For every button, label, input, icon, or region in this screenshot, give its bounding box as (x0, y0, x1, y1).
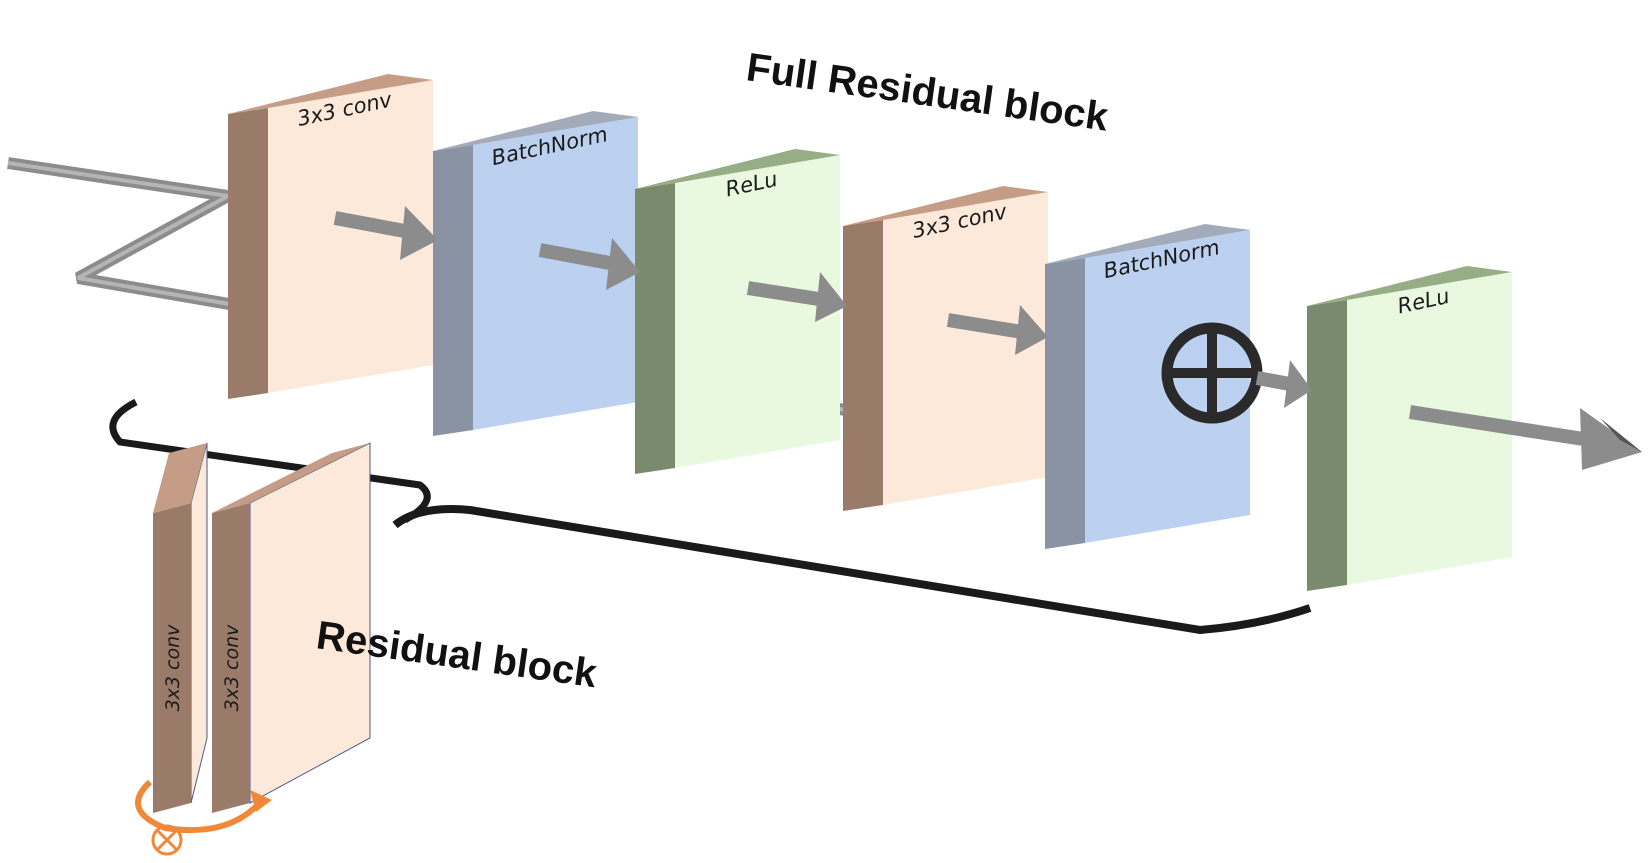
relu-block-1-face (675, 155, 840, 468)
arrow-relu-to-conv (746, 272, 847, 322)
conv-block-1-side (228, 108, 268, 399)
conv-block-1-face (268, 80, 433, 393)
conv-block-2-face (883, 192, 1048, 505)
relu-block-2-face (1347, 272, 1512, 585)
skip-add-icon (135, 779, 272, 856)
relu-block-1: ReLu (635, 149, 840, 474)
conv-block-2: 3x3 conv (843, 186, 1048, 511)
full-residual-title: Full Residual block (744, 45, 1112, 139)
relu-block-2-top (1307, 266, 1512, 306)
arrow-add-to-relu (1255, 360, 1312, 408)
bracket-connector (109, 398, 1312, 635)
batchnorm-block-2-top (1045, 224, 1250, 264)
batchnorm-block-1-side (433, 145, 473, 436)
batchnorm-block-1: BatchNorm (433, 111, 638, 436)
addition-node (1161, 322, 1263, 424)
residual-conv-block-1: 3x3 conv (153, 442, 208, 813)
relu-block-2: ReLu (1307, 266, 1512, 591)
arrow-conv-to-bn-2 (946, 305, 1048, 355)
output-arrow (1408, 405, 1642, 470)
conv-block-2-side (843, 220, 883, 511)
conv-block-1: 3x3 conv (228, 74, 433, 399)
residual-conv-block-2: 3x3 conv (212, 442, 371, 813)
relu-block-1-top (635, 149, 840, 189)
residual-conv-block-1-face (190, 442, 208, 804)
relu-block-2-side (1307, 300, 1347, 591)
arrow-conv-to-bn (333, 206, 438, 260)
residual-conv-block-1-label: 3x3 conv (162, 624, 184, 712)
residual-conv-block-2-top (212, 443, 370, 513)
batchnorm-block-1-top (433, 111, 638, 151)
residual-conv-block-1-top (153, 443, 207, 513)
conv-block-1-top (228, 74, 433, 114)
arrow-bn-to-relu (538, 238, 640, 290)
batchnorm-block-1-face (473, 117, 638, 430)
batchnorm-block-2-side (1045, 258, 1085, 549)
relu-block-1-side (635, 183, 675, 474)
residual-conv-block-1-side (153, 503, 191, 813)
residual-conv-block-2-side (212, 503, 250, 813)
batchnorm-block-2: BatchNorm (1045, 224, 1250, 549)
conv-block-2-top (843, 186, 1048, 226)
residual-conv-block-2-label: 3x3 conv (221, 624, 243, 712)
